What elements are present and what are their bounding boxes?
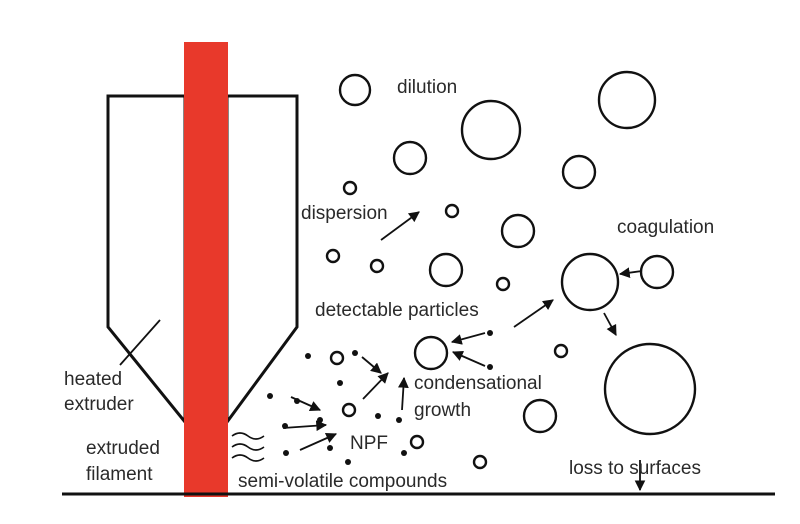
particle bbox=[560, 252, 620, 312]
molecules bbox=[267, 330, 493, 465]
label-npf: NPF bbox=[350, 433, 388, 454]
particle bbox=[495, 276, 511, 292]
vapor-waves bbox=[231, 432, 265, 462]
particle bbox=[413, 335, 449, 371]
particle bbox=[500, 213, 536, 249]
label-growth: growth bbox=[414, 400, 471, 421]
particle bbox=[472, 454, 488, 470]
label-dilution: dilution bbox=[397, 77, 457, 98]
label-extruder: extruder bbox=[64, 394, 134, 415]
particle bbox=[522, 398, 558, 434]
particle bbox=[603, 342, 697, 436]
particle bbox=[460, 99, 522, 161]
label-heated: heated bbox=[64, 369, 122, 390]
particle bbox=[444, 203, 460, 219]
label-loss-to-surfaces: loss to surfaces bbox=[569, 458, 701, 479]
particle bbox=[639, 254, 675, 290]
coagulation-arrow bbox=[618, 267, 643, 279]
particle bbox=[341, 402, 357, 418]
particle bbox=[325, 248, 341, 264]
process-arrows bbox=[282, 211, 646, 492]
extruder-leader-line bbox=[119, 319, 161, 366]
particle bbox=[369, 258, 385, 274]
particle bbox=[553, 343, 569, 359]
particle bbox=[342, 180, 358, 196]
extruder-right-half bbox=[225, 94, 299, 427]
filament-strand bbox=[184, 42, 228, 497]
particle bbox=[392, 140, 428, 176]
particle bbox=[338, 73, 372, 107]
label-dispersion: dispersion bbox=[301, 203, 388, 224]
particle bbox=[428, 252, 464, 288]
label-coagulation: coagulation bbox=[617, 217, 714, 238]
particle bbox=[409, 434, 425, 450]
label-condensational: condensational bbox=[414, 373, 542, 394]
particle bbox=[561, 154, 597, 190]
label-filament: filament bbox=[86, 464, 153, 485]
particle bbox=[597, 70, 657, 130]
dispersion-arrow bbox=[380, 211, 420, 241]
label-semi-volatile-compounds: semi-volatile compounds bbox=[238, 471, 447, 492]
label-detectable-particles: detectable particles bbox=[315, 300, 479, 321]
label-extruded: extruded bbox=[86, 438, 160, 459]
particle bbox=[329, 350, 345, 366]
particles bbox=[325, 70, 697, 470]
